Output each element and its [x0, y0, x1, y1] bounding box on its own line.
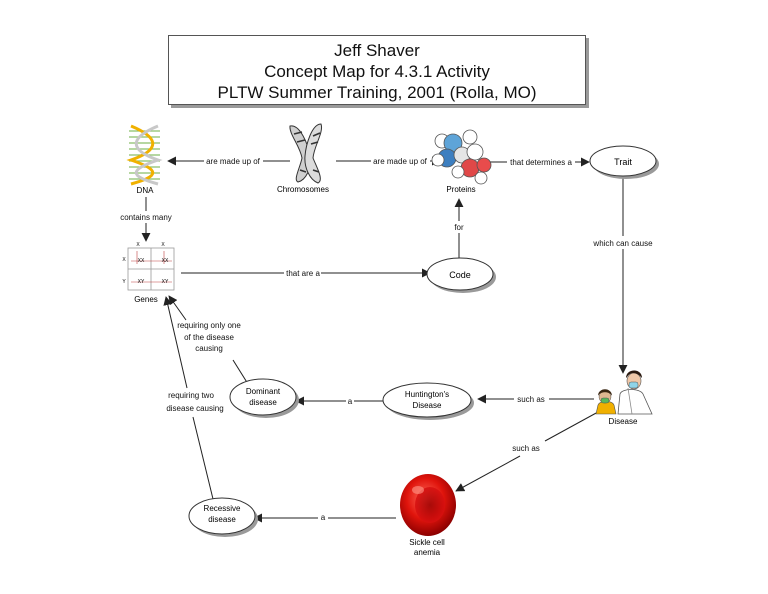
punnett-cell-3: XY [162, 279, 169, 285]
link-label-rec-genes-1: requiring two [168, 391, 214, 400]
protein-molecule-icon[interactable] [431, 129, 492, 185]
link-label-sickle-rec: a [321, 513, 326, 522]
link-label-hunt-dom: a [348, 397, 353, 406]
node-dna-label: DNA [137, 186, 155, 195]
link-label-code-prot: for [454, 223, 464, 232]
edge-rec-genes-a [192, 416, 214, 500]
link-label-dis-sickle: such as [512, 444, 540, 453]
punnett-left-1: Y [122, 279, 126, 285]
link-label-dom-genes-3: causing [195, 344, 223, 353]
punnett-top-0: X [136, 242, 140, 248]
node-recessive-line1: Recessive [204, 504, 241, 513]
link-label-genes-code: that are a [286, 269, 320, 278]
link-label-dna-genes: contains many [120, 213, 172, 222]
chromosome-icon[interactable] [289, 123, 323, 184]
red-blood-cell-icon[interactable] [400, 474, 456, 536]
node-sickle-line2: anemia [414, 548, 441, 557]
title-activity: Concept Map for 4.3.1 Activity [264, 62, 490, 81]
punnett-top-1: X [161, 242, 165, 248]
node-trait-label: Trait [614, 157, 632, 167]
edge-dis-sickle-a [544, 411, 599, 442]
node-proteins-label: Proteins [446, 185, 475, 194]
link-label-chrom-dna: are made up of [206, 157, 261, 166]
node-dominant[interactable]: Dominant disease [229, 378, 299, 418]
node-recessive-line2: disease [208, 515, 236, 524]
node-huntingtons-line1: Huntington's [405, 390, 449, 399]
punnett-cell-1: XX [162, 258, 169, 264]
node-huntingtons[interactable]: Huntington's Disease [382, 382, 474, 420]
node-sickle-line1: Sickle cell [409, 538, 445, 547]
link-label-dis-hunt: such as [517, 395, 545, 404]
node-chromosomes-label: Chromosomes [277, 185, 329, 194]
link-label-rec-genes-2: disease causing [166, 404, 223, 413]
edge-dom-genes-a [232, 359, 249, 385]
title-training: PLTW Summer Training, 2001 (Rolla, MO) [217, 83, 537, 102]
edge-dis-sickle-b [455, 455, 521, 492]
title-box: Jeff Shaver Concept Map for 4.3.1 Activi… [168, 35, 586, 105]
node-disease-label: Disease [609, 417, 638, 426]
node-genes-label: Genes [134, 295, 158, 304]
punnett-cell-0: XX [138, 258, 145, 264]
doctor-patient-icon[interactable] [595, 370, 653, 415]
dna-icon[interactable] [126, 124, 163, 186]
link-label-prot-trait: that determines a [510, 158, 572, 167]
link-label-dom-genes-1: requiring only one [177, 321, 241, 330]
node-dominant-line2: disease [249, 398, 277, 407]
link-label-dom-genes-2: of the disease [184, 333, 234, 342]
punnett-square-icon[interactable]: X X X Y XX XX XY XY [122, 242, 175, 291]
link-label-chrom-prot: are made up of [373, 157, 428, 166]
node-code-label: Code [449, 270, 471, 280]
link-label-trait-disease: which can cause [592, 239, 653, 248]
node-code[interactable]: Code [426, 257, 496, 293]
node-dominant-line1: Dominant [246, 387, 281, 396]
punnett-left-0: X [122, 257, 126, 263]
edge-rec-genes-b [163, 296, 188, 389]
node-huntingtons-line2: Disease [413, 401, 442, 410]
edge-dom-genes-b [168, 295, 187, 321]
node-recessive[interactable]: Recessive disease [188, 497, 258, 537]
punnett-cell-2: XY [138, 279, 145, 285]
title-author: Jeff Shaver [334, 41, 420, 60]
node-trait[interactable]: Trait [589, 145, 659, 179]
